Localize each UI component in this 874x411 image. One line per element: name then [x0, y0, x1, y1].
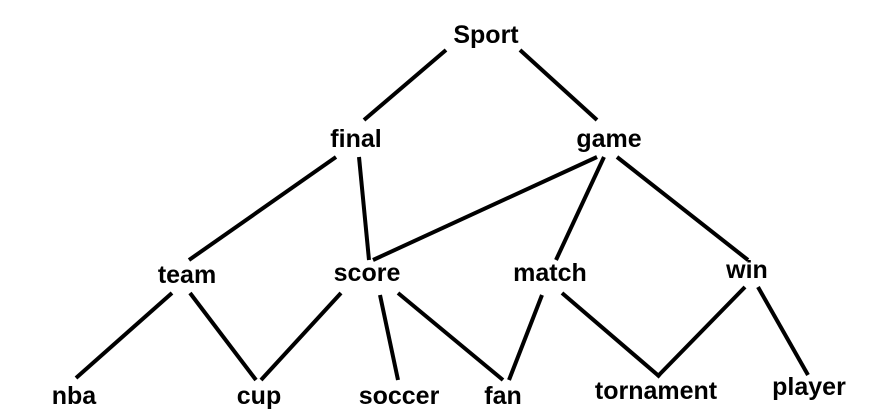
edge-final-team [187, 155, 338, 262]
nodes-layer: Sport final game team score match win nb… [52, 21, 846, 410]
node-cup: cup [237, 382, 281, 410]
edge-final-score [357, 156, 371, 261]
edge-sport-game [518, 48, 599, 122]
edge-game-score [372, 155, 598, 262]
edge-win-tornament [655, 285, 747, 379]
edge-score-cup [259, 291, 343, 382]
node-match: match [513, 259, 587, 287]
edge-game-match [554, 156, 606, 261]
edge-score-fan [396, 291, 505, 382]
node-score: score [334, 259, 401, 287]
edge-match-tornament [560, 291, 662, 379]
node-final: final [330, 125, 381, 153]
edges-layer [74, 48, 810, 382]
node-tornament: tornament [595, 377, 718, 405]
node-game: game [576, 125, 641, 153]
edge-score-soccer [378, 294, 400, 381]
node-nba: nba [52, 382, 98, 410]
edge-team-nba [74, 291, 174, 380]
edge-sport-final [362, 48, 448, 122]
node-win: win [725, 256, 768, 284]
node-soccer: soccer [359, 382, 440, 410]
edge-match-fan [507, 294, 544, 381]
node-fan: fan [484, 382, 522, 410]
edge-win-player [756, 286, 810, 376]
edge-team-cup [188, 291, 258, 382]
node-team: team [158, 261, 216, 289]
node-player: player [772, 373, 846, 401]
node-sport: Sport [453, 21, 519, 49]
edge-game-win [615, 155, 750, 262]
